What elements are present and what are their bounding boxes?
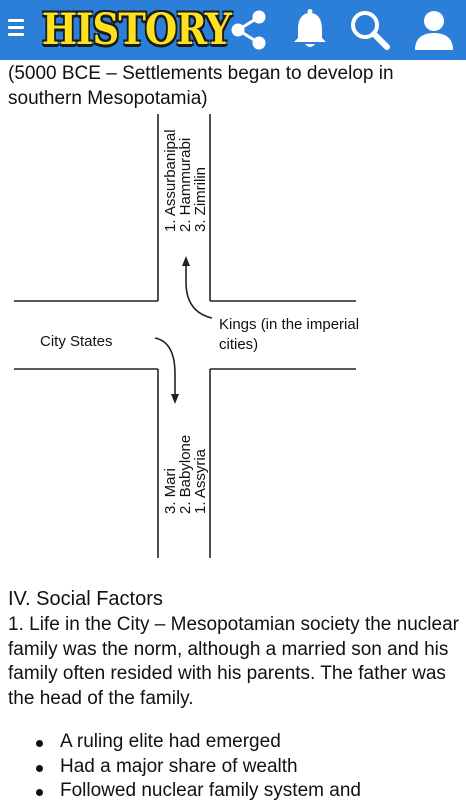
list-item: A ruling elite had emerged (8, 730, 460, 755)
share-icon[interactable] (224, 5, 274, 55)
user-icon[interactable] (409, 5, 459, 55)
top-list-item-1: 1. Assurbanipal (162, 129, 179, 232)
city-states-label: City States (40, 333, 113, 350)
article-content: (5000 BCE – Settlements began to develop… (0, 60, 466, 800)
bullet-list: A ruling elite had emerged Had a major s… (8, 730, 460, 800)
app-bar: HISTORY (0, 0, 466, 60)
kings-label-line1: Kings (in the imperial (219, 316, 359, 333)
list-item: Followed nuclear family system and (8, 779, 460, 800)
intro-text: (5000 BCE – Settlements began to develop… (8, 63, 394, 109)
city-states-diagram: City States Kings (in the imperial citie… (14, 114, 359, 558)
top-list-item-2: 2. Hammurabi (177, 138, 194, 232)
app-title: HISTORY (42, 5, 232, 55)
body-paragraph: 1. Life in the City – Mesopotamian socie… (8, 614, 459, 709)
list-item: Had a major share of wealth (8, 755, 460, 780)
search-icon[interactable] (345, 5, 395, 55)
bottom-list-item-3: 1. Assyria (192, 448, 209, 514)
section-heading: IV. Social Factors (8, 588, 163, 610)
kings-label-line2: cities) (219, 336, 258, 353)
bottom-list-item-1: 3. Mari (162, 468, 179, 514)
top-list-item-3: 3. Zimrilin (192, 167, 209, 232)
bell-icon[interactable] (285, 5, 335, 55)
menu-icon[interactable] (8, 19, 24, 37)
bottom-list-item-2: 2. Babylone (177, 435, 194, 514)
